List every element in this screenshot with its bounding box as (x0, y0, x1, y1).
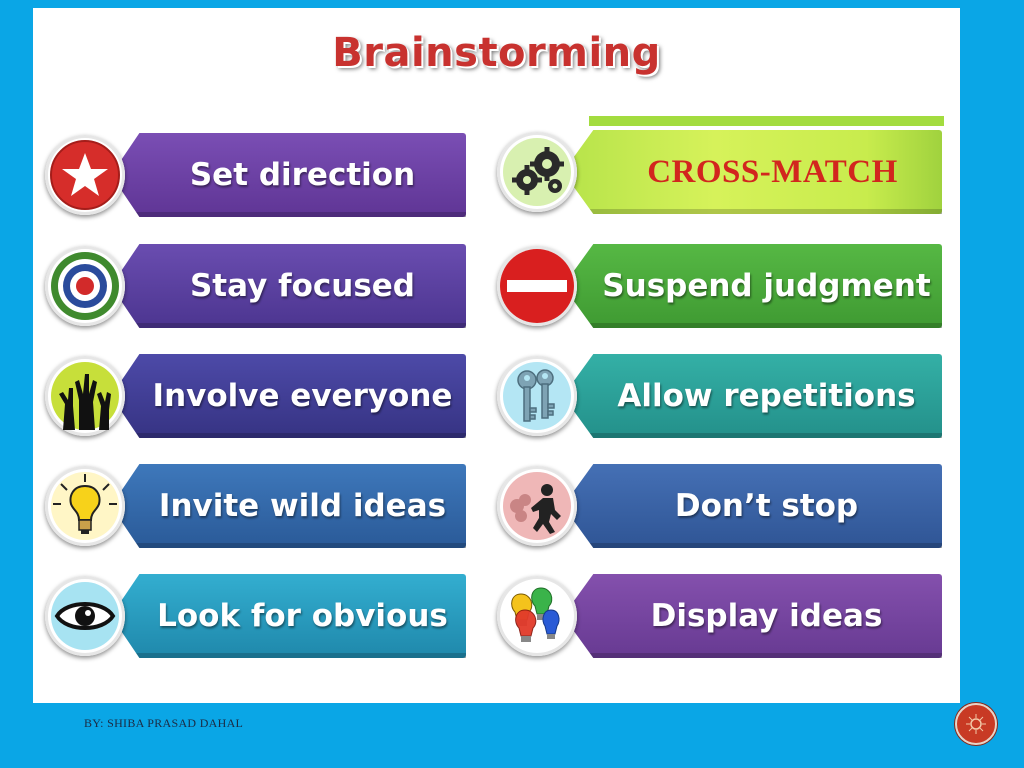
crossmatch-highlight-strip (589, 116, 944, 126)
item-dont-stop: Don’t stop (497, 464, 942, 550)
item-label: Look for obvious (157, 598, 448, 634)
colored-bulbs-icon (497, 576, 577, 656)
keys-icon (497, 356, 577, 436)
item-label: Set direction (189, 157, 416, 193)
item-bar: Look for obvious (111, 574, 466, 658)
item-bar: Involve everyone (111, 354, 466, 438)
slide-canvas: Brainstorming Set direction Stay focused (33, 8, 960, 703)
item-set-direction: Set direction (45, 133, 466, 219)
item-stay-focused: Stay focused (45, 244, 466, 330)
item-look-for-obvious: Look for obvious (45, 574, 466, 660)
item-bar: Set direction (111, 133, 466, 217)
item-bar: Display ideas (563, 574, 942, 658)
item-suspend-judgment: Suspend judgment (497, 244, 942, 330)
item-label: Stay focused (189, 268, 415, 304)
slide-nav-button[interactable] (955, 703, 997, 745)
sun-emblem-icon (966, 714, 986, 734)
item-bar: Allow repetitions (563, 354, 942, 438)
item-cross-match: CROSS-MATCH (497, 130, 942, 216)
star-icon (45, 135, 125, 215)
item-bar: CROSS-MATCH (563, 130, 942, 214)
item-label: Invite wild ideas (158, 488, 447, 524)
item-bar: Don’t stop (563, 464, 942, 548)
item-label: Don’t stop (674, 488, 859, 524)
running-figure-icon (497, 466, 577, 546)
lightbulb-icon (45, 466, 125, 546)
item-label: Suspend judgment (602, 268, 931, 304)
slide-title: Brainstorming (332, 30, 661, 76)
item-invite-wild-ideas: Invite wild ideas (45, 464, 466, 550)
item-label: Involve everyone (152, 378, 453, 414)
eye-icon (45, 576, 125, 656)
item-display-ideas: Display ideas (497, 574, 942, 660)
target-icon (45, 246, 125, 326)
gears-icon (497, 132, 577, 212)
raised-hands-icon (45, 356, 125, 436)
no-entry-icon (497, 246, 577, 326)
item-bar: Suspend judgment (563, 244, 942, 328)
item-label: CROSS-MATCH (647, 153, 898, 190)
item-involve-everyone: Involve everyone (45, 354, 466, 440)
author-credit: BY: SHIBA PRASAD DAHAL (84, 716, 244, 730)
item-label: Display ideas (650, 598, 883, 634)
item-bar: Invite wild ideas (111, 464, 466, 548)
item-allow-repetitions: Allow repetitions (497, 354, 942, 440)
item-bar: Stay focused (111, 244, 466, 328)
item-label: Allow repetitions (617, 378, 916, 414)
